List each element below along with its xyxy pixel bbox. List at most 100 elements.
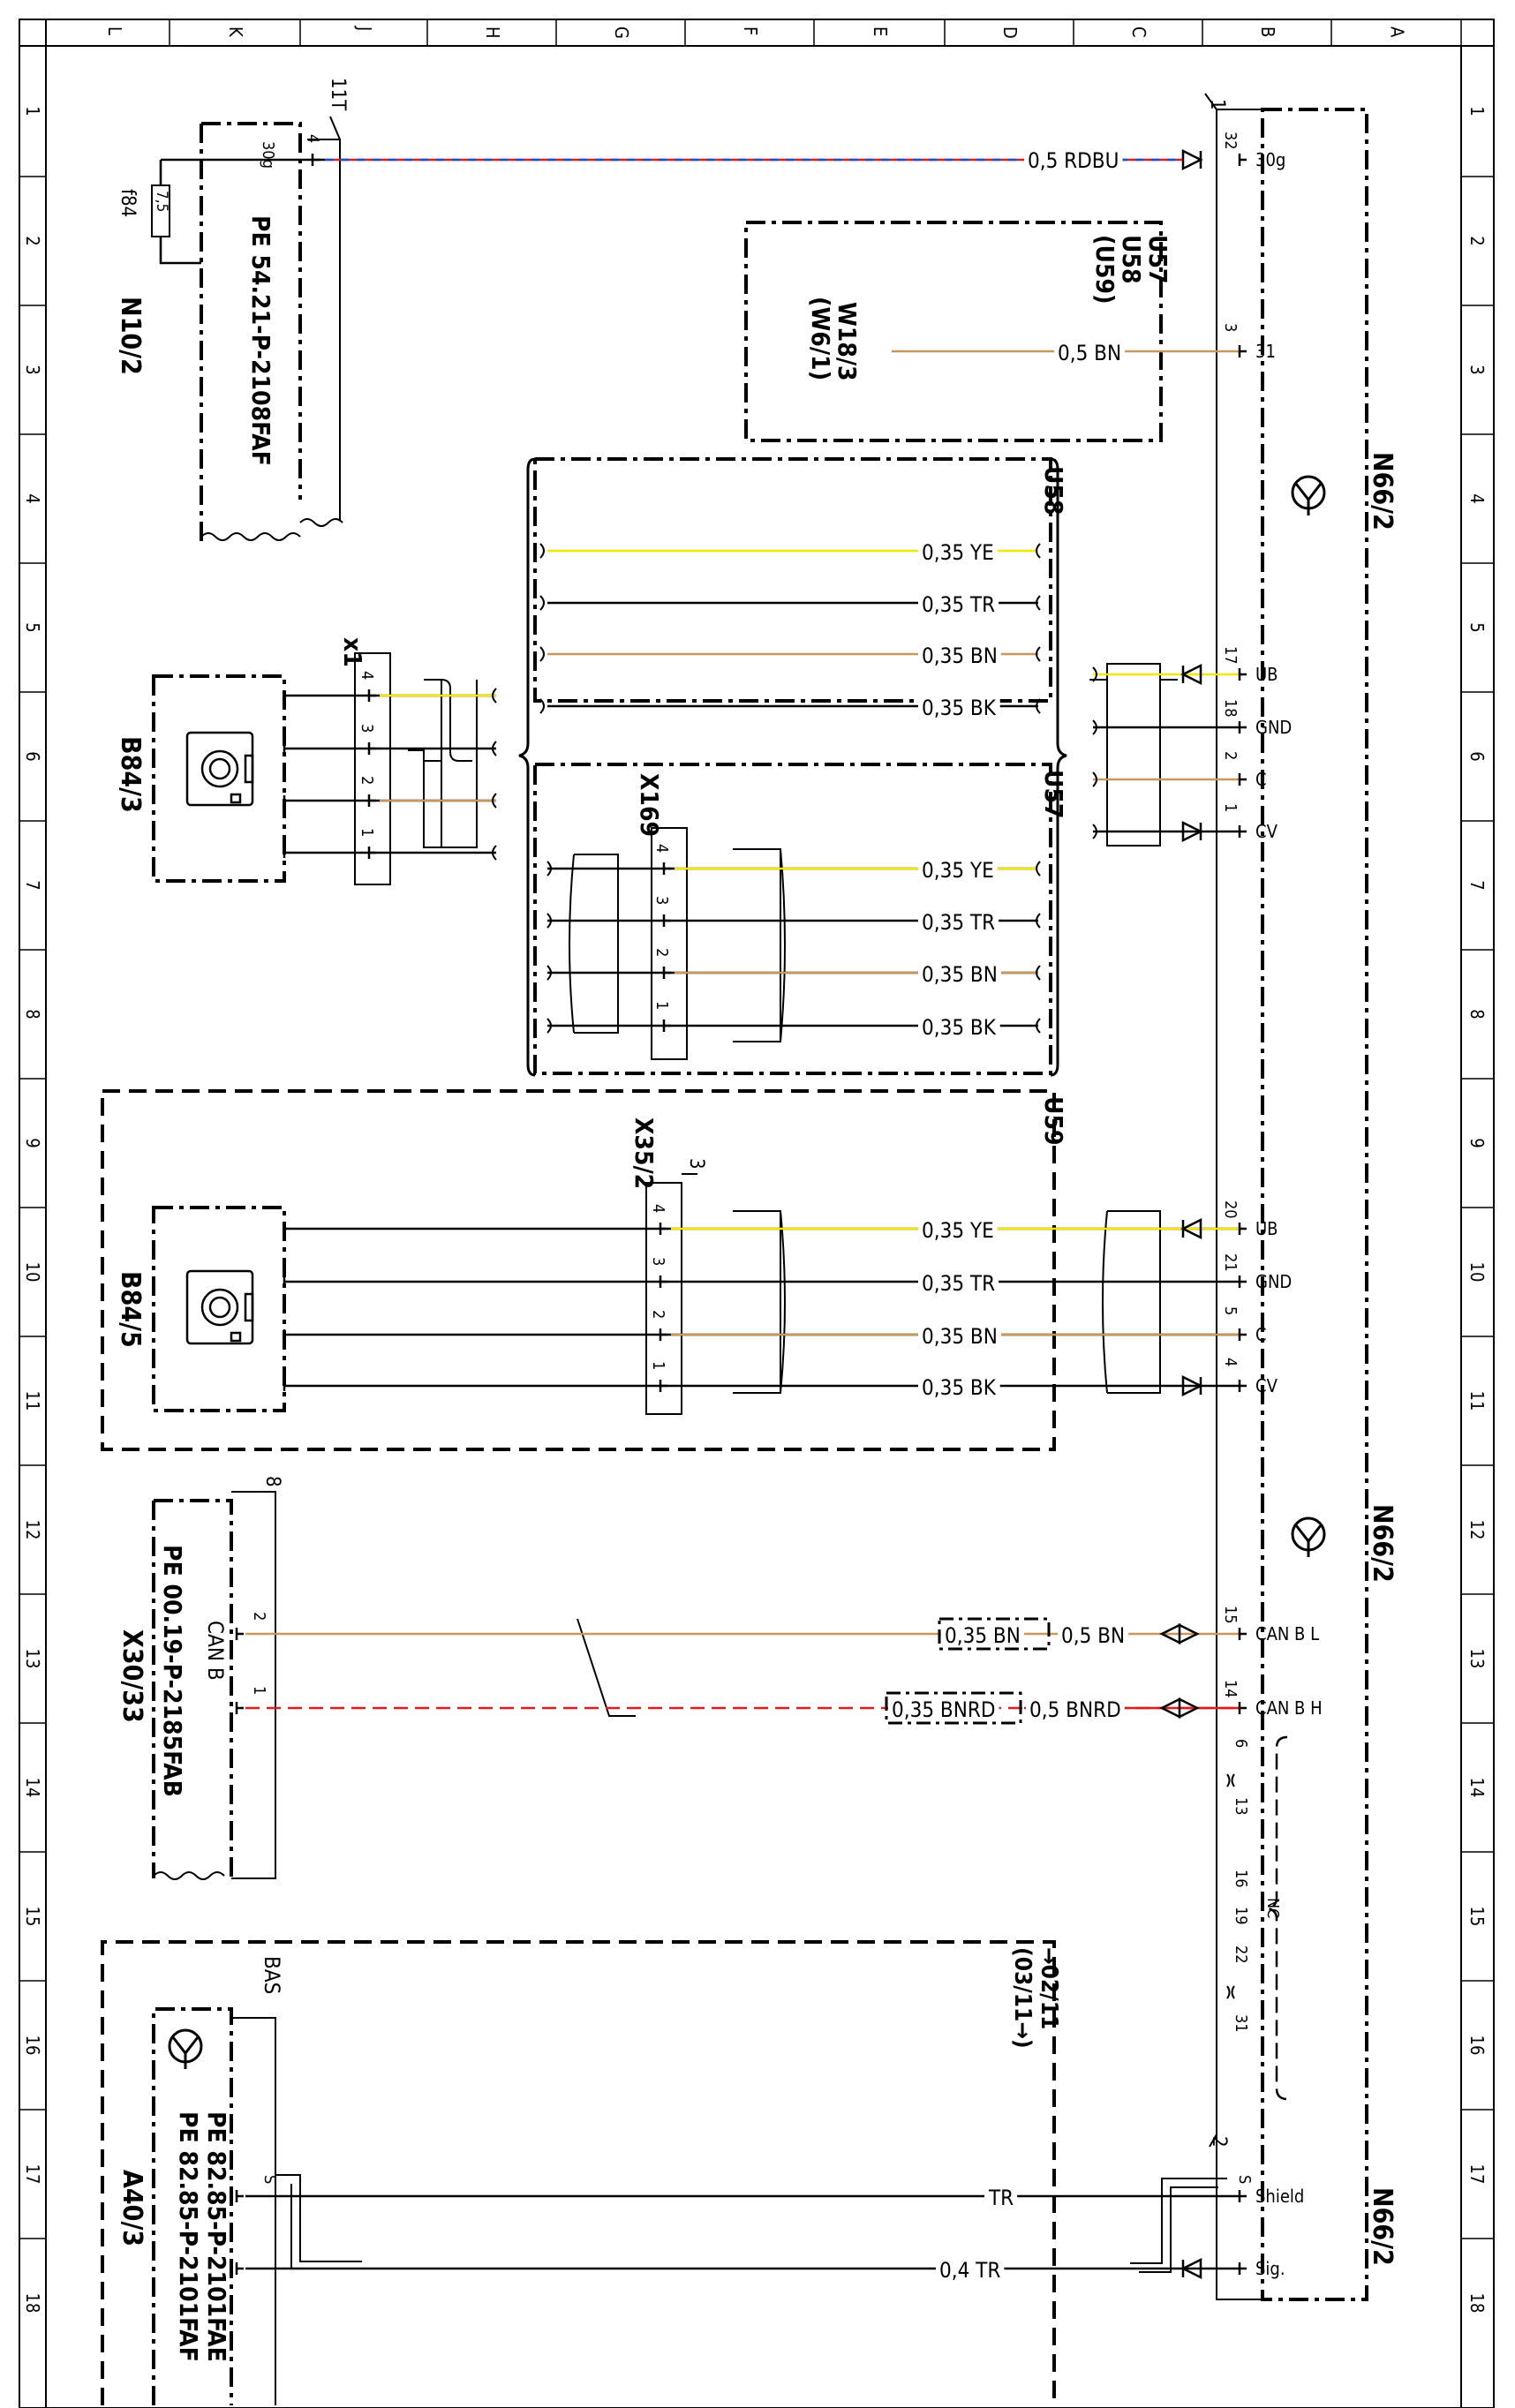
x35-2-label: X35/2 (629, 1117, 659, 1189)
pin-terminals (235, 154, 1247, 2275)
grid-column-letter: B (1257, 26, 1278, 37)
n66-pin-function: C (1255, 769, 1267, 790)
n66-pin-function: UB (1255, 664, 1278, 685)
u58-bn-label: 0,35 BN (922, 643, 998, 668)
n66-pin-number: 15 (1221, 1606, 1240, 1624)
x35-pin-number: 1 (649, 1361, 667, 1370)
n66-pin-function: C (1255, 1324, 1267, 1345)
u59-tr-label: 0,35 TR (922, 1271, 995, 1296)
w18-3-label: W18/3 (833, 302, 862, 381)
grid-row-number: 5 (22, 622, 43, 632)
bidirectional-arrow (1159, 1622, 1200, 1645)
direction-arrow (1181, 1374, 1203, 1397)
x169-label: X169 (635, 773, 664, 837)
nc-pin-16: 16 (1232, 1870, 1250, 1888)
n66-pin-function: CV (1255, 1375, 1278, 1396)
n66-pin-function: GND (1255, 1271, 1292, 1292)
pin-terminal (1238, 668, 1247, 681)
bas-label: BAS (260, 1956, 284, 1994)
u57-bk-label: 0,35 BK (922, 1015, 997, 1040)
fuse-name: f84 (117, 189, 139, 217)
n66-2-label-top: N66/2 (1367, 452, 1398, 531)
camera-icon (185, 731, 254, 807)
n10-connector-label: 11T (327, 78, 349, 111)
grid-row-number: 14 (1466, 1778, 1488, 1798)
wire-label-background (918, 642, 1001, 670)
pin-terminal (1238, 1328, 1247, 1341)
b84-3-label: B84/3 (115, 736, 146, 813)
pin-terminal (659, 1223, 667, 1235)
shield-s: S (1235, 2175, 1254, 2184)
wire-label-background (941, 1622, 1024, 1650)
u59-bk-label: 0,35 BK (922, 1375, 997, 1400)
wire-31-label: 0,5 BN (1058, 341, 1121, 365)
u59-label-a: (U59) (1090, 235, 1119, 305)
u58-label-a: U58 (1117, 235, 1146, 284)
can-h-box-label: 0,35 BNRD (892, 1697, 996, 1722)
wire-label-background (918, 1216, 998, 1245)
bidirectional-arrow (1159, 1697, 1200, 1719)
nc-pin-13: 13 (1232, 1797, 1250, 1816)
nc-pin-31: 31 (1232, 2014, 1250, 2033)
grid-column-letter: J (354, 26, 375, 31)
u57-group-label: U57 (1039, 770, 1068, 819)
grid-row-number: 7 (1466, 880, 1488, 890)
wire-label-background (1026, 1696, 1125, 1724)
pin-terminal (367, 689, 376, 702)
wire-label-background (918, 694, 1000, 722)
x35-2-num: 3 (685, 1158, 707, 1170)
wires (159, 158, 1240, 2270)
ref-03-11: (03/11→) (1009, 1947, 1036, 2049)
u57-label: U57 (1143, 235, 1172, 284)
wire-label-background (918, 1322, 1001, 1351)
inline-connectors (231, 652, 697, 2405)
n10-pin: 4 (304, 134, 322, 143)
n10-2-label: N10/2 (115, 297, 146, 375)
pin-terminal (1238, 345, 1247, 357)
a40-pe2: PE 82.85-P-2101FAF (174, 2111, 203, 2362)
grid-row-number: 5 (1466, 622, 1488, 632)
pin-terminal (367, 742, 376, 755)
grid-row-number: 8 (22, 1009, 43, 1019)
ground-symbol-icon (168, 475, 1326, 2069)
u58-ye-label: 0,35 YE (922, 540, 994, 565)
x1-pin-number: 2 (358, 776, 376, 785)
w6-1-label: (W6/1) (806, 297, 835, 380)
twisted-pair-marks (275, 663, 1227, 2273)
n66-pin-function: CAN B H (1255, 1697, 1323, 1719)
u57-bn-label: 0,35 BN (922, 962, 998, 987)
can-b-label: CAN B (203, 1621, 228, 1681)
grid-row-number: 4 (22, 493, 43, 503)
grid-row-number: 3 (1466, 365, 1488, 374)
x169-pin-number: 3 (652, 896, 671, 905)
nc-bracket (1267, 1735, 1288, 2101)
n66-conn2: 2 (1208, 2136, 1230, 2148)
n66-pin-number: 32 (1221, 132, 1240, 150)
n10-connector (307, 116, 341, 521)
wire-label-background (936, 2256, 1005, 2284)
grid-row-number: 14 (22, 1778, 43, 1798)
grid-row-number: 7 (22, 880, 43, 890)
wire-break-marks (153, 518, 1235, 1999)
pin-terminal (662, 914, 671, 927)
x30-pin-number: 1 (250, 1686, 268, 1695)
can-l-label: 0,5 BN (1061, 1623, 1125, 1648)
grid-row-number: 18 (1466, 2293, 1488, 2314)
fuse-f84 (151, 184, 170, 237)
n66-pin-function: UB (1255, 1218, 1278, 1239)
wire-label-background (918, 591, 999, 619)
grid-column-letter: D (999, 26, 1021, 39)
can-h-label: 0,5 BNRD (1029, 1697, 1121, 1722)
n66-pin-number: 17 (1221, 646, 1240, 665)
n66-pin-number: 21 (1221, 1253, 1240, 1272)
grid-column-letter: L (104, 26, 125, 35)
n66-pin-function: GND (1255, 717, 1292, 738)
can-l-box-label: 0,35 BN (945, 1623, 1021, 1648)
grid-row-number: 18 (22, 2293, 43, 2314)
nc-label: NC (1263, 1898, 1282, 1918)
grid-row-number: 13 (1466, 1649, 1488, 1669)
pin-terminal (1238, 825, 1247, 838)
drawing-frame (19, 19, 1495, 2408)
n66-pin-number: 4 (1221, 1358, 1240, 1366)
